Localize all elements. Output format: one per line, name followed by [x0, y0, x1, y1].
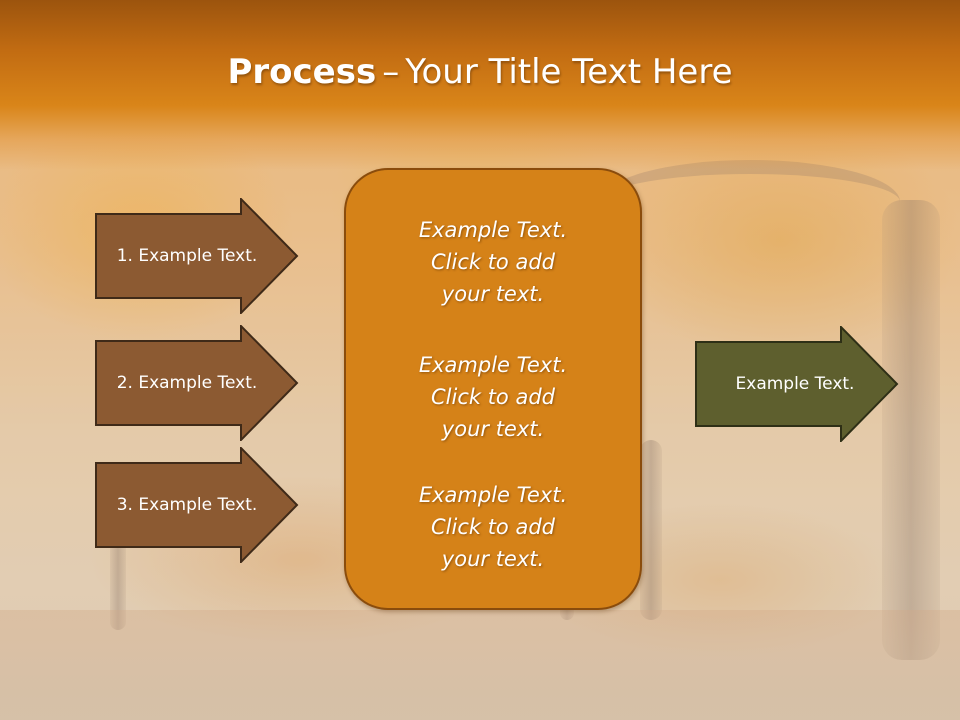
block-line: your text. — [441, 547, 545, 571]
step-label-1: 1. Example Text. — [116, 246, 258, 266]
result-label: Example Text. — [735, 374, 855, 394]
block-line: your text. — [441, 282, 545, 306]
block-line: Example Text. — [418, 483, 568, 507]
step-label-2: 2. Example Text. — [116, 373, 258, 393]
block-line: Click to add — [430, 385, 555, 409]
block-line: Click to add — [430, 250, 555, 274]
block-line: Example Text. — [418, 353, 568, 377]
step-arrow-3[interactable]: 3. Example Text. — [95, 447, 299, 563]
block-line: your text. — [441, 417, 545, 441]
right-arrow-icon — [95, 447, 299, 563]
center-text-panel[interactable]: Example Text. Click to add your text. Ex… — [344, 168, 642, 610]
block-line: Click to add — [430, 515, 555, 539]
right-arrow-icon — [695, 326, 899, 442]
title-bold-part: Process — [227, 52, 377, 92]
result-arrow[interactable]: Example Text. — [695, 326, 899, 442]
right-arrow-icon — [95, 325, 299, 441]
tree-trunk — [882, 200, 940, 660]
step-arrow-2[interactable]: 2. Example Text. — [95, 325, 299, 441]
tree-trunk — [640, 440, 662, 620]
title-separator: – — [382, 52, 400, 92]
step-label-3: 3. Example Text. — [116, 495, 258, 515]
block-line: Example Text. — [418, 218, 568, 242]
center-text-block-1: Example Text. Click to add your text. — [346, 214, 640, 310]
leaf-covered-ground — [0, 610, 960, 720]
center-text-block-2: Example Text. Click to add your text. — [346, 349, 640, 445]
step-arrow-1[interactable]: 1. Example Text. — [95, 198, 299, 314]
center-text-block-3: Example Text. Click to add your text. — [346, 479, 640, 575]
title-bar — [0, 0, 960, 170]
right-arrow-icon — [95, 198, 299, 314]
title-rest: Your Title Text Here — [405, 52, 733, 92]
slide-title[interactable]: Process–Your Title Text Here — [0, 52, 960, 92]
